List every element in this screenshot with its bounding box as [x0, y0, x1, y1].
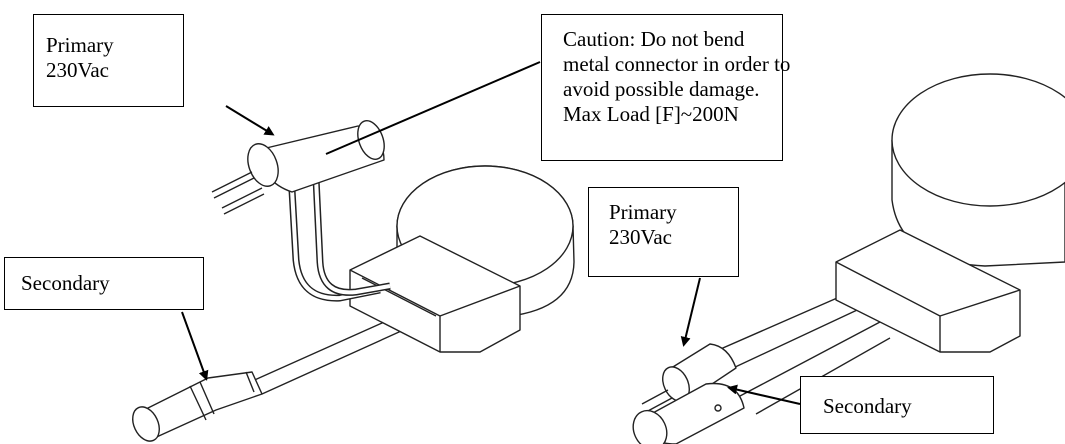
- callout-arrows: [181, 61, 801, 405]
- label-primary-right-line2: 230Vac: [609, 225, 672, 249]
- label-primary-left-line2: 230Vac: [46, 58, 109, 82]
- label-primary-left: Primary 230Vac: [33, 14, 184, 107]
- label-primary-right-line1: Primary: [609, 200, 677, 224]
- leader-caution: [325, 61, 541, 155]
- label-caution-line3: avoid possible damage.: [563, 77, 760, 101]
- arrow-secondary-left: [181, 311, 209, 381]
- label-secondary-left: Secondary: [4, 257, 204, 310]
- right-housing-top: [891, 73, 1065, 207]
- arrow-primary-right: [680, 277, 701, 347]
- label-caution-line2: metal connector in order to: [563, 52, 791, 76]
- label-caution-line1: Caution: Do not bend: [563, 27, 745, 51]
- arrow-primary-left: [225, 105, 275, 136]
- label-secondary-left-line1: Secondary: [21, 271, 110, 295]
- left-pin-2: [221, 187, 265, 215]
- label-primary-left-line1: Primary: [46, 33, 114, 57]
- label-secondary-right-line1: Secondary: [823, 394, 912, 418]
- right-device-drawing: [632, 73, 1065, 444]
- label-caution-line4: Max Load [F]~200N: [563, 102, 739, 126]
- label-secondary-right: Secondary: [800, 376, 994, 434]
- left-base-block: [349, 235, 521, 353]
- label-primary-right: Primary 230Vac: [588, 187, 739, 277]
- right-cables: [699, 287, 891, 415]
- left-pin-1: [211, 171, 255, 199]
- label-caution: Caution: Do not bend metal connector in …: [541, 14, 791, 161]
- left-device-drawing: [132, 120, 575, 442]
- right-base-block: [835, 229, 1021, 353]
- arrow-secondary-right: [727, 384, 801, 405]
